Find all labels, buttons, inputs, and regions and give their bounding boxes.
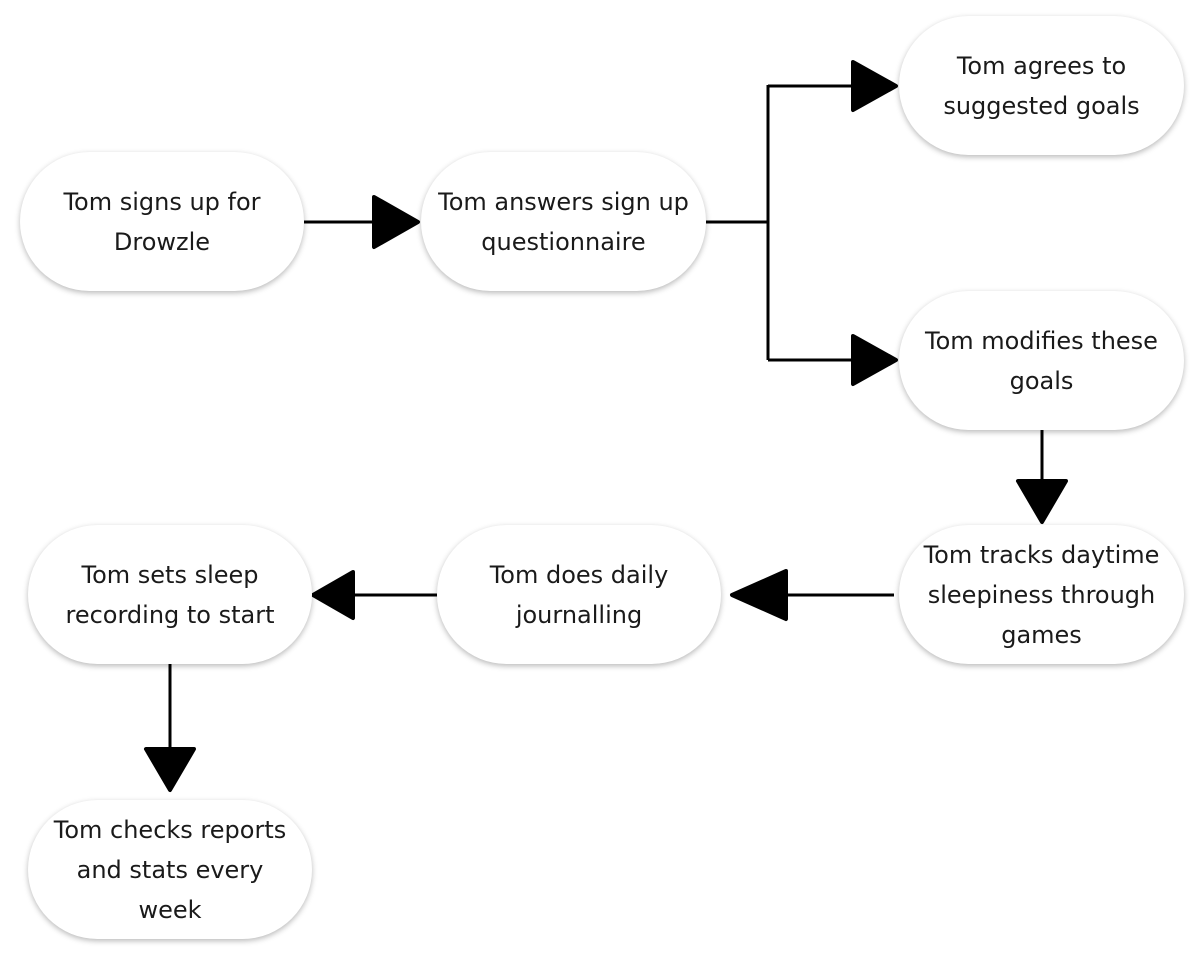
arrowhead-to-modifies-goals (851, 334, 898, 386)
node-sign-up: Tom signs up for Drowzle (20, 152, 304, 291)
node-tracks-sleepiness-label: Tom tracks daytime sleepiness through ga… (923, 540, 1160, 649)
node-sign-up-label: Tom signs up for Drowzle (63, 187, 261, 256)
arrowhead-to-daily-journalling (730, 569, 788, 621)
node-agrees-goals-label: Tom agrees to suggested goals (943, 51, 1140, 120)
node-questionnaire: Tom answers sign up questionnaire (421, 152, 706, 291)
node-sleep-recording-label: Tom sets sleep recording to start (65, 560, 275, 629)
arrowhead-to-checks-reports (144, 747, 196, 792)
arrowhead-to-agrees-goals (851, 60, 898, 112)
arrowhead-signup-to-questionnaire (372, 195, 420, 249)
node-modifies-goals-label: Tom modifies these goals (925, 326, 1158, 395)
node-sleep-recording: Tom sets sleep recording to start (28, 525, 312, 664)
node-tracks-sleepiness: Tom tracks daytime sleepiness through ga… (899, 525, 1184, 664)
node-checks-reports: Tom checks reports and stats every week (28, 800, 312, 939)
node-modifies-goals: Tom modifies these goals (899, 291, 1184, 430)
node-checks-reports-label: Tom checks reports and stats every week (53, 815, 287, 924)
node-daily-journalling-label: Tom does daily journalling (489, 560, 669, 629)
arrowhead-to-tracks-sleepiness (1016, 479, 1068, 524)
node-daily-journalling: Tom does daily journalling (437, 525, 721, 664)
arrowhead-to-sleep-recording (311, 570, 355, 620)
node-agrees-goals: Tom agrees to suggested goals (899, 16, 1184, 155)
node-questionnaire-label: Tom answers sign up questionnaire (438, 187, 689, 256)
